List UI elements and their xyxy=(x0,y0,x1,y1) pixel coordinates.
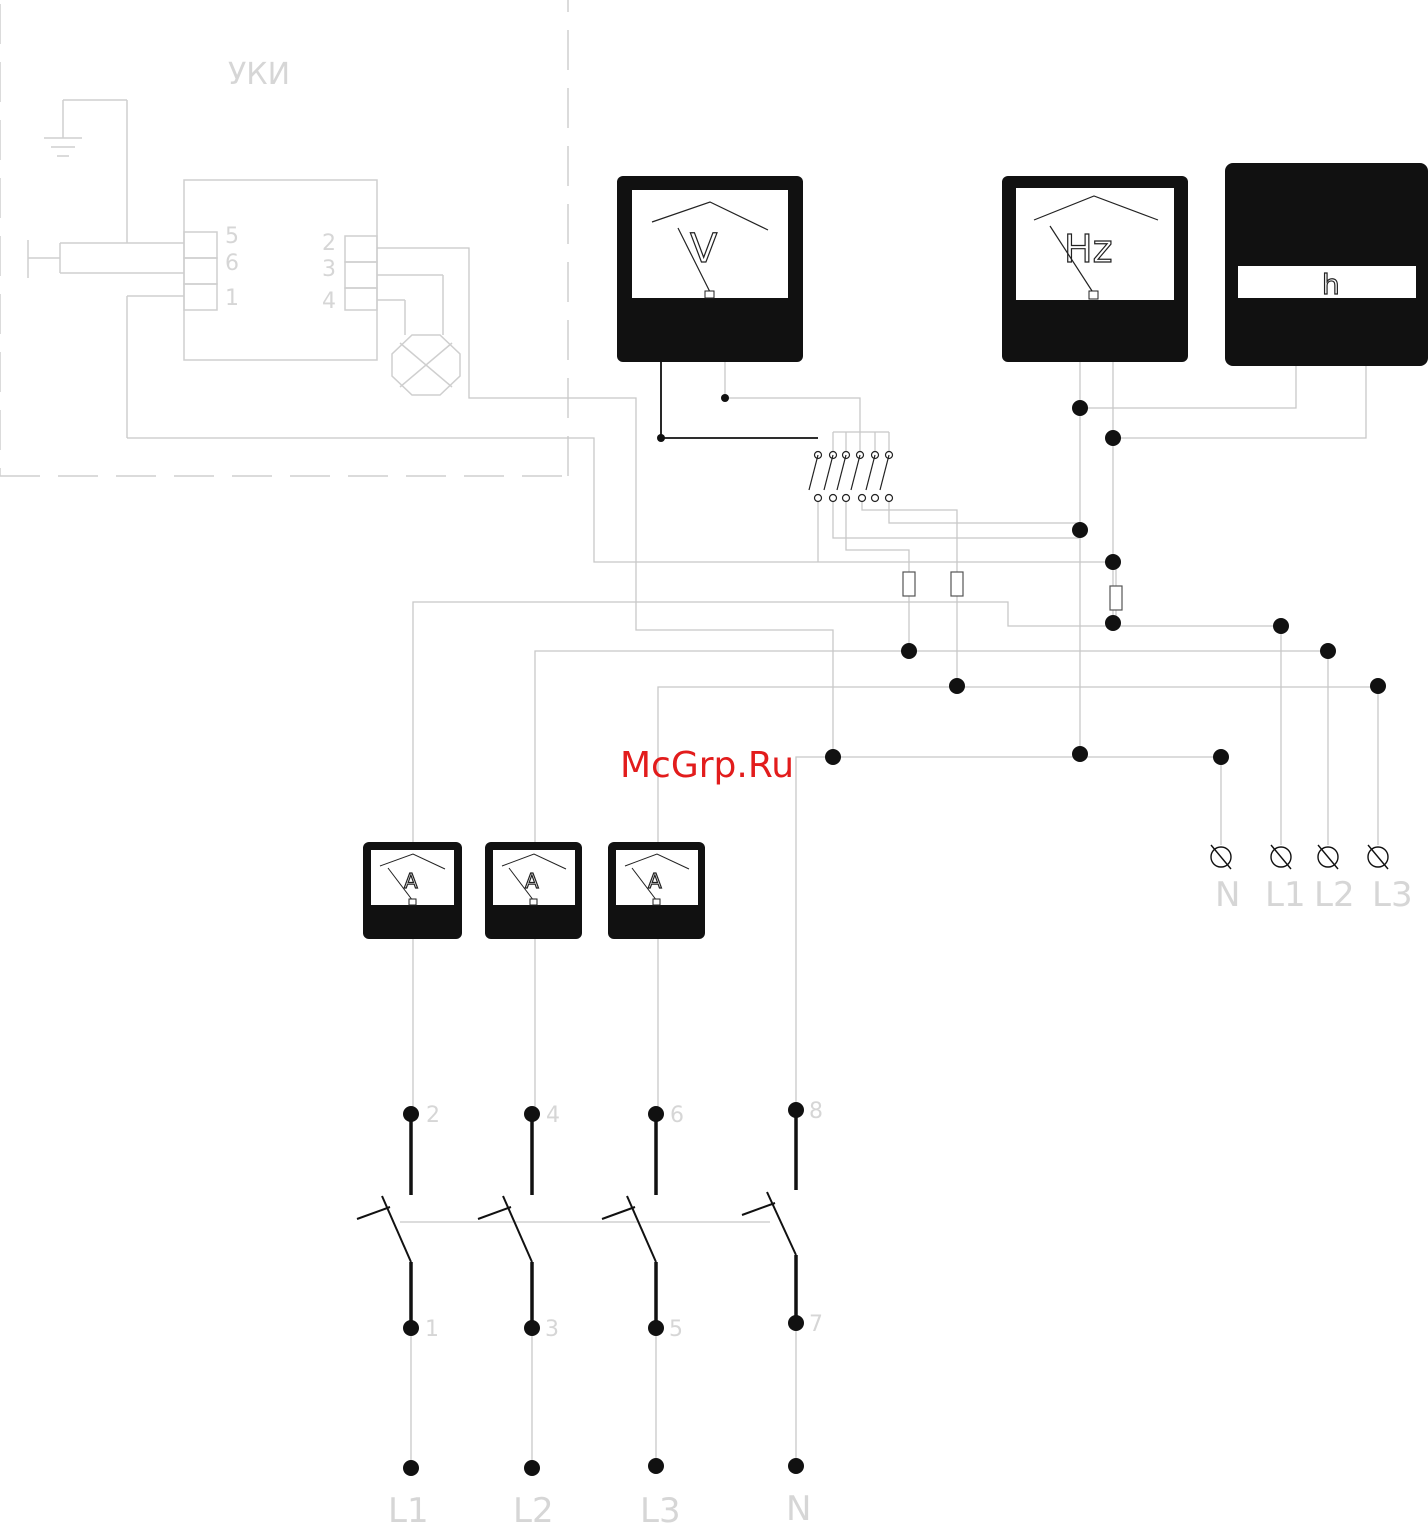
voltmeter-symbol: V xyxy=(690,226,718,272)
watermark: McGrp.Ru xyxy=(620,745,794,786)
breaker-contact-5: 5 xyxy=(669,1317,683,1342)
uki-terminal-2: 2 xyxy=(322,231,336,256)
ammeter-2-symbol: A xyxy=(525,869,539,893)
frequency-meter-symbol: Hz xyxy=(1064,227,1113,271)
ground-symbol-side xyxy=(28,240,184,278)
dark-wires xyxy=(661,362,818,438)
ammeter-3-symbol: A xyxy=(648,869,662,893)
output-terminal-l2: L2 xyxy=(1314,875,1355,915)
breaker-contact-7: 7 xyxy=(809,1312,823,1337)
junction-dots xyxy=(657,394,1386,765)
breaker-contacts xyxy=(403,1102,804,1476)
output-terminal-icon xyxy=(1211,845,1388,869)
uki-terminal-5: 5 xyxy=(225,224,239,249)
breaker-contact-6: 6 xyxy=(670,1103,684,1128)
uki-module xyxy=(127,180,377,438)
fuse xyxy=(903,572,1122,610)
breaker-blades xyxy=(357,1192,796,1262)
hour-counter-symbol: h xyxy=(1322,268,1340,301)
output-terminal-n: N xyxy=(1215,875,1240,915)
uki-terminal-3: 3 xyxy=(322,257,336,282)
uki-terminal-6: 6 xyxy=(225,251,239,276)
breaker-contact-2: 2 xyxy=(426,1103,440,1128)
ammeter-1-symbol: A xyxy=(404,869,418,893)
indicator-lamp-icon xyxy=(377,275,460,395)
input-label-l2: L2 xyxy=(513,1491,554,1527)
uki-terminal-4: 4 xyxy=(322,289,336,314)
uki-label: УКИ xyxy=(228,57,290,92)
signal-wires xyxy=(127,248,1378,1468)
breaker-contact-3: 3 xyxy=(545,1317,559,1342)
hour-counter xyxy=(1225,163,1428,366)
output-terminal-l3: L3 xyxy=(1372,875,1413,915)
input-label-l3: L3 xyxy=(640,1491,681,1527)
ground-symbol xyxy=(44,100,127,243)
uki-terminal-1: 1 xyxy=(225,286,239,311)
breaker-contact-1: 1 xyxy=(425,1317,439,1342)
breaker-contact-4: 4 xyxy=(546,1103,560,1128)
breaker-contact-8: 8 xyxy=(809,1099,823,1124)
input-label-l1: L1 xyxy=(388,1491,429,1527)
output-terminal-l1: L1 xyxy=(1265,875,1306,915)
input-label-n: N xyxy=(786,1489,811,1527)
selector-switch xyxy=(809,452,893,502)
